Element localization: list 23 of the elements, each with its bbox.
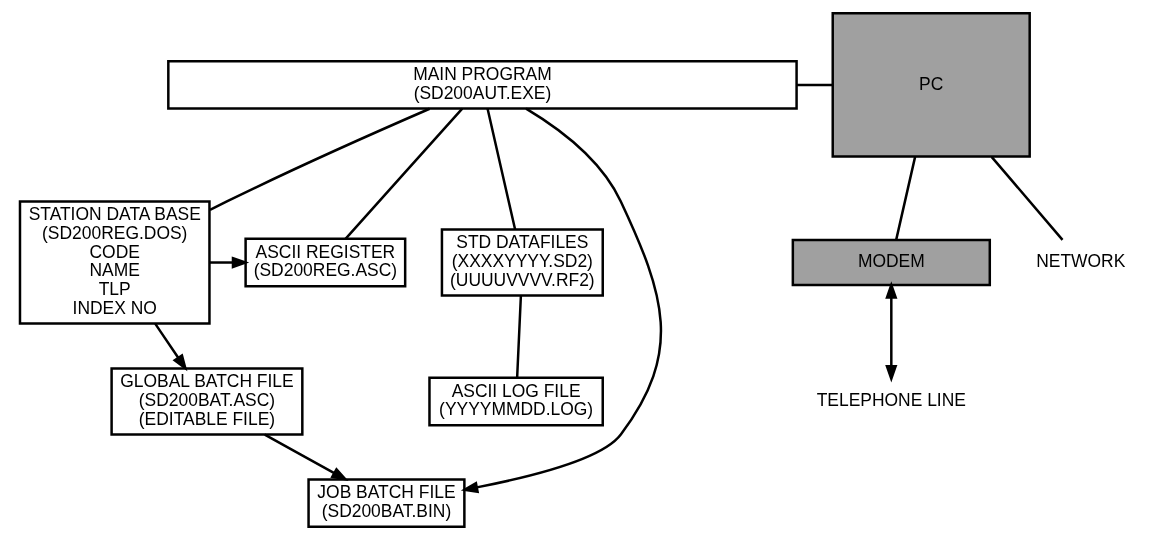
node-text: NETWORK xyxy=(1035,251,1125,272)
connector xyxy=(208,107,430,212)
arrow xyxy=(263,433,349,481)
node-box: MAIN PROGRAM (SD200AUT.EXE) xyxy=(166,59,798,110)
node-box: GLOBAL BATCH FILE (SD200BAT.ASC) (EDITABLE FILE) xyxy=(109,367,304,436)
node-text: TELEPHONE LINE xyxy=(816,390,966,411)
node-box: ASCII REGISTER (SD200REG.ASC) xyxy=(243,237,406,288)
connector xyxy=(515,295,522,378)
arrow xyxy=(209,256,249,269)
node-box: STD DATAFILES (XXXXYYYY.SD2) (UUUUVVVV.RF2) xyxy=(440,228,604,297)
node-box: JOB BATCH FILE (SD200BAT.BIN) xyxy=(306,478,466,529)
node-box: PC xyxy=(831,11,1031,158)
connector xyxy=(894,156,916,241)
connector xyxy=(796,83,832,87)
arrow xyxy=(884,281,897,383)
connector xyxy=(485,108,516,230)
node-box: ASCII LOG FILE (YYYYMMDD.LOG) xyxy=(427,376,604,427)
connector xyxy=(990,156,1063,241)
connector xyxy=(344,107,463,240)
arrow xyxy=(153,322,187,372)
node-box: MODEM xyxy=(791,238,991,287)
node-box: STATION DATA BASE (SD200REG.DOS) CODE NAME TLP INDEX NO xyxy=(18,200,211,325)
arrow xyxy=(460,107,662,494)
